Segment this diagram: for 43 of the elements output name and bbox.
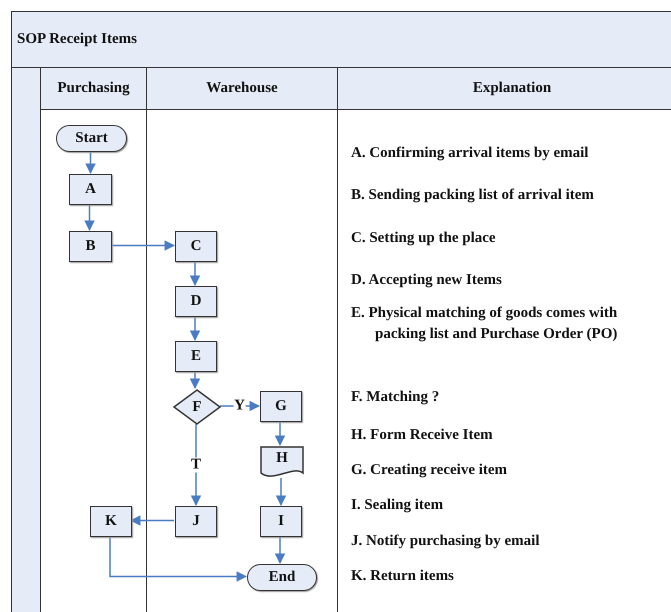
side-band — [11, 67, 41, 612]
arrow — [111, 240, 176, 251]
explanation-text: I. Sealing item — [351, 496, 444, 515]
process-box: D — [175, 286, 217, 317]
arrow — [85, 151, 96, 174]
process-box: A — [69, 174, 112, 205]
process-box: G — [260, 391, 302, 422]
arrow — [130, 515, 174, 526]
explanation-text: C. Setting up the place — [351, 229, 497, 248]
process-box: B — [69, 231, 112, 262]
explanation-text: G. Creating receive item — [351, 461, 508, 480]
lane-header: Explanation — [338, 68, 671, 110]
edge-label: T — [190, 457, 202, 472]
arrow — [84, 204, 95, 232]
explanation-text: H. Form Receive Item — [351, 426, 494, 445]
explanation-text: D. Accepting new Items — [351, 271, 503, 290]
document-shape: H — [260, 446, 304, 479]
terminator-shape: End — [247, 564, 317, 591]
terminator-shape: Start — [56, 125, 127, 152]
diagram-title: SOP Receipt Items — [17, 31, 137, 48]
explanation-text: K. Return items — [351, 567, 455, 586]
lane-header: Warehouse — [147, 68, 337, 110]
process-box: K — [90, 506, 132, 537]
process-box: E — [175, 341, 217, 372]
arrow — [274, 421, 286, 446]
process-box: I — [260, 506, 302, 537]
explanation-text: J. Notify purchasing by email — [351, 532, 540, 551]
explanation-text: B. Sending packing list of arrival item — [351, 186, 595, 205]
explanation-text: F. Matching ? — [351, 388, 440, 407]
explanation-text: E. Physical matching of goods comes with packing list and Purchase Order (PO) — [351, 304, 618, 344]
arrow — [190, 261, 200, 286]
lane-header: Purchasing — [41, 68, 146, 110]
arrow — [109, 536, 248, 582]
arrow — [190, 316, 200, 342]
arrow — [220, 400, 260, 412]
decision-diamond: F — [173, 389, 221, 425]
arrow — [276, 478, 286, 506]
arrow — [274, 536, 286, 564]
process-box: C — [175, 231, 217, 262]
explanation-text: A. Confirming arrival items by email — [351, 144, 590, 163]
arrow — [190, 371, 200, 390]
arrow — [190, 424, 202, 506]
process-box: J — [175, 506, 217, 537]
